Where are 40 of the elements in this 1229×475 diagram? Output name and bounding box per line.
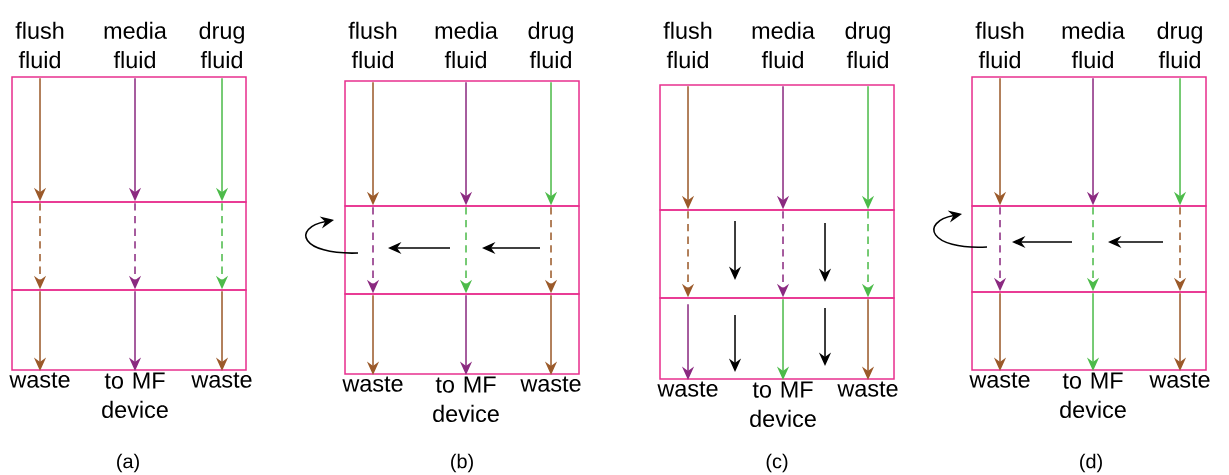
outlet-label: waste: [520, 376, 581, 392]
inlet-label: media fluid: [104, 21, 167, 69]
outlet-label: waste: [342, 376, 403, 392]
outlet-label: to MF device: [433, 376, 499, 423]
channel-band: [11, 76, 247, 203]
inlet-label: drug fluid: [199, 21, 244, 69]
outlet-label: to MF device: [750, 381, 816, 428]
channel-band: [971, 205, 1207, 293]
channel-band: [344, 293, 580, 375]
inlet-label: flush fluid: [975, 21, 1024, 69]
channel-band: [971, 291, 1207, 371]
outlet-label: waste: [9, 372, 70, 388]
inlet-label: flush fluid: [15, 21, 64, 69]
channel-band: [659, 84, 895, 211]
channel-band: [344, 80, 580, 207]
inlet-label: media fluid: [752, 21, 815, 69]
panel-caption: (d): [1080, 453, 1102, 473]
outlet-label: waste: [191, 372, 252, 388]
channel-band: [659, 209, 895, 299]
inlet-label: media fluid: [435, 21, 498, 69]
channel-band: [659, 297, 895, 380]
outlet-label: waste: [837, 381, 898, 397]
channel-band: [11, 201, 247, 291]
outlet-label: to MF device: [1060, 372, 1126, 419]
inlet-label: media fluid: [1062, 21, 1125, 69]
panel-caption: (a): [117, 453, 139, 473]
outlet-label: waste: [657, 381, 718, 397]
inlet-label: drug fluid: [845, 21, 890, 69]
channel-band: [344, 205, 580, 295]
channel-band: [971, 76, 1207, 207]
inlet-label: flush fluid: [348, 21, 397, 69]
panel-caption: (b): [451, 453, 473, 473]
outlet-label: to MF device: [102, 372, 168, 419]
channel-band: [11, 289, 247, 371]
inlet-label: drug fluid: [1157, 21, 1202, 69]
inlet-label: drug fluid: [528, 21, 573, 69]
outlet-label: waste: [969, 372, 1030, 388]
panel-caption: (c): [766, 453, 788, 473]
inlet-label: flush fluid: [663, 21, 712, 69]
outlet-label: waste: [1149, 372, 1210, 388]
